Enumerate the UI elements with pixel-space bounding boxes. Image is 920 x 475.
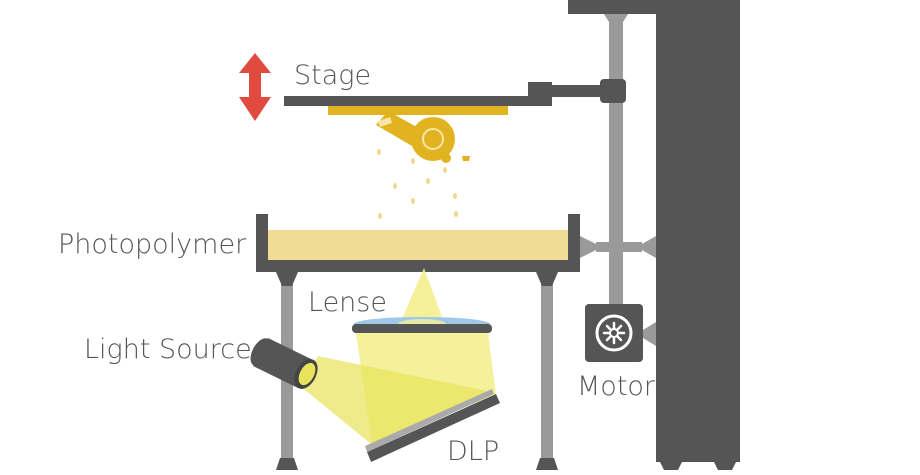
- label-light-source: Light Source: [84, 334, 252, 365]
- build-plate: [328, 106, 508, 115]
- label-dlp: DLP: [447, 436, 499, 467]
- label-motor: Motor: [577, 371, 656, 402]
- printer-tower: [568, 0, 740, 470]
- vat-connector: [580, 236, 656, 258]
- light-source: [250, 338, 318, 389]
- up-down-arrow-icon: [239, 53, 271, 121]
- light-source-beam: [300, 356, 492, 448]
- label-photopolymer: Photopolymer: [58, 229, 247, 260]
- vat-legs: [276, 272, 558, 470]
- motor: [585, 304, 656, 362]
- stage-arm: [284, 79, 626, 106]
- projected-light-beam: [398, 268, 446, 328]
- lens: [352, 317, 492, 333]
- guide-rod: [604, 14, 628, 306]
- label-stage: Stage: [294, 60, 371, 91]
- resin-drips: [377, 149, 458, 219]
- resin-vat: [256, 214, 580, 272]
- fan-gear-icon: [595, 314, 633, 352]
- label-lense: Lense: [308, 287, 387, 318]
- dlp-chip: [365, 389, 500, 462]
- whistle-object-icon: [376, 111, 470, 163]
